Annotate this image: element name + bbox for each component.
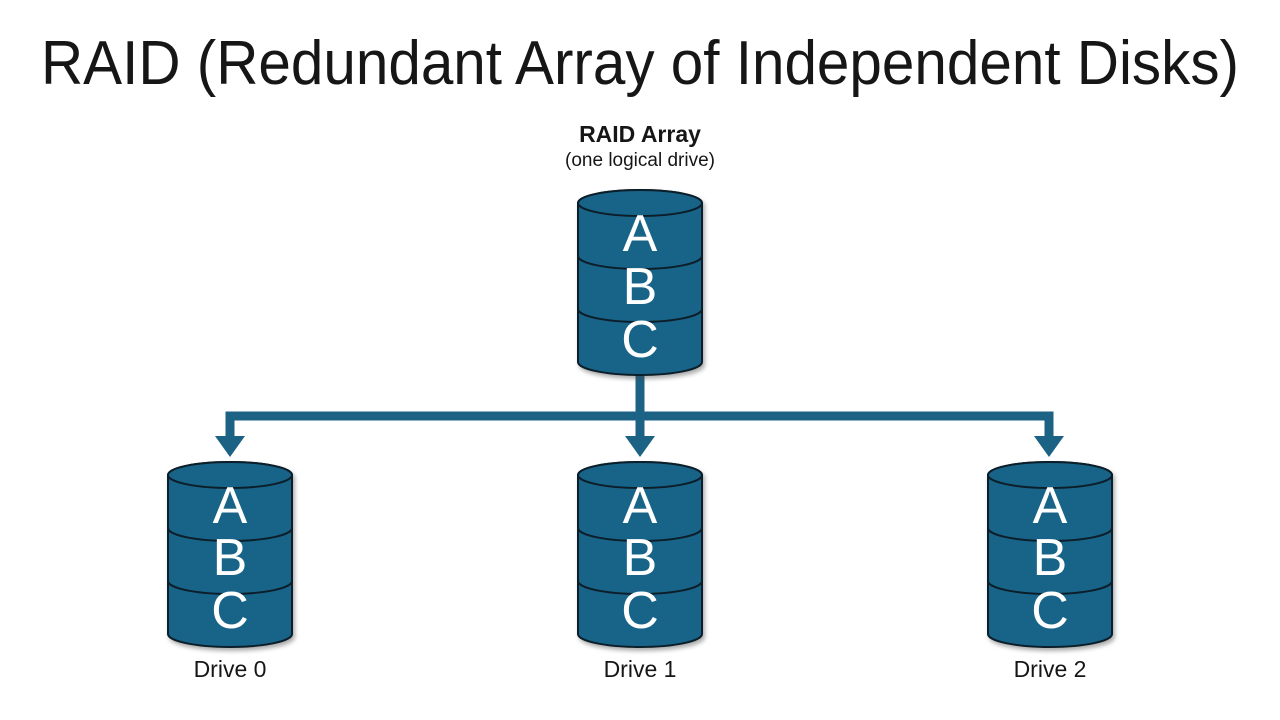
drive-2-cylinder: A B C	[987, 461, 1113, 648]
drive-2-label: Drive 2	[1014, 656, 1087, 682]
raid-array-cylinder: A B C	[577, 189, 703, 376]
block-letter: B	[213, 529, 248, 587]
block-letter: C	[1031, 582, 1069, 640]
cylinder-divider	[577, 255, 703, 270]
block-letter: B	[1033, 529, 1068, 587]
block-letter: C	[621, 311, 659, 369]
block-letter: A	[1033, 477, 1068, 535]
cylinder-divider	[167, 580, 293, 595]
cylinder-top-cap	[577, 461, 703, 489]
drive-1-label: Drive 1	[604, 656, 677, 682]
block-letter: A	[623, 477, 658, 535]
block-letter: A	[623, 205, 658, 263]
page-title: RAID (Redundant Array of Independent Dis…	[41, 29, 1239, 98]
drive-0-label: Drive 0	[194, 656, 267, 682]
cylinder-divider	[577, 527, 703, 542]
arrow-down-icon	[215, 436, 245, 457]
cylinder-top-cap	[987, 461, 1113, 489]
block-letter: C	[211, 582, 249, 640]
block-letter: B	[623, 529, 658, 587]
cylinder-top-cap	[167, 461, 293, 489]
block-letter: C	[621, 582, 659, 640]
block-letter: B	[623, 258, 658, 316]
arrow-down-icon	[625, 436, 655, 457]
cylinder-divider	[577, 580, 703, 595]
arrow-down-icon	[1034, 436, 1064, 457]
cylinder-divider	[577, 308, 703, 323]
connectors	[215, 368, 1064, 457]
cylinder-divider	[987, 580, 1113, 595]
raid-array-label: RAID Array	[579, 121, 701, 147]
drive-1-cylinder: A B C	[577, 461, 703, 648]
drive-0-cylinder: A B C	[167, 461, 293, 648]
cylinder-divider	[987, 527, 1113, 542]
raid-array-sublabel: (one logical drive)	[565, 150, 715, 171]
block-letter: A	[213, 477, 248, 535]
cylinder-top-cap	[577, 189, 703, 217]
cylinder-divider	[167, 527, 293, 542]
